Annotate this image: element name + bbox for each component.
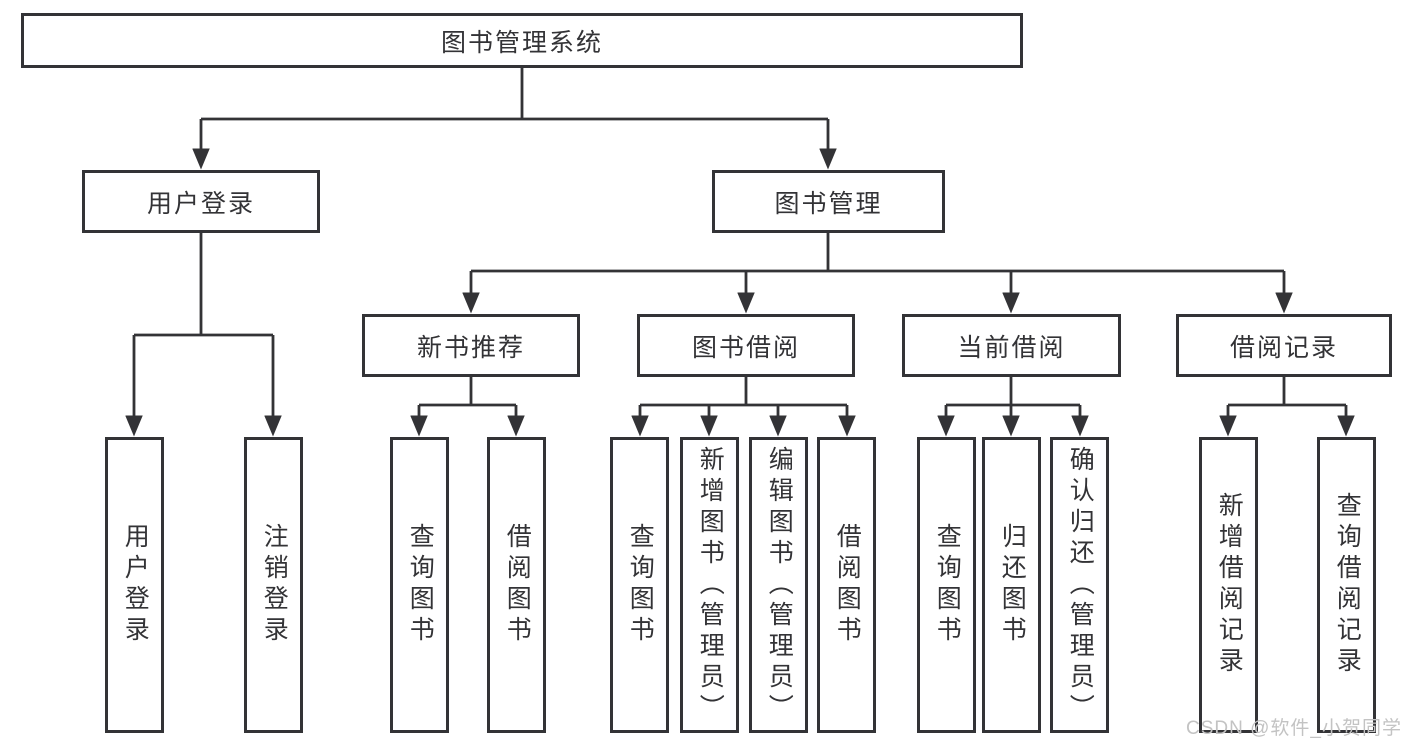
node-label: 查询图书 (406, 523, 435, 647)
leaf-records-query-record: 查询借阅记录 (1317, 437, 1376, 733)
leaf-borrowing-query-books: 查询图书 (610, 437, 669, 733)
node-label: 新书推荐 (416, 333, 525, 362)
node-new-book-recommendation: 新书推荐 (362, 314, 580, 377)
node-label: 新增图书（管理员） (696, 445, 725, 725)
leaf-borrowing-add-books-admin: 新增图书（管理员） (680, 437, 739, 733)
node-label: 图书管理 (774, 189, 883, 218)
leaf-logout: 注销登录 (244, 437, 303, 733)
leaf-records-add-record: 新增借阅记录 (1199, 437, 1258, 733)
node-book-borrowing: 图书借阅 (637, 314, 855, 377)
leaf-user-login: 用户登录 (105, 437, 164, 733)
node-label: 当前借阅 (957, 333, 1066, 362)
node-label: 新增借阅记录 (1215, 492, 1244, 678)
node-label: 编辑图书（管理员） (765, 445, 794, 725)
node-library-management-system: 图书管理系统 (21, 13, 1023, 68)
leaf-current-query-books: 查询图书 (917, 437, 976, 733)
node-label: 图书管理系统 (440, 28, 603, 57)
node-label: 借阅记录 (1229, 333, 1338, 362)
node-user-login: 用户登录 (82, 170, 320, 233)
node-label: 归还图书 (998, 523, 1027, 647)
node-label: 查询图书 (933, 523, 962, 647)
leaf-newrec-query-books: 查询图书 (390, 437, 449, 733)
leaf-current-return-books: 归还图书 (982, 437, 1041, 733)
leaf-borrowing-borrow-books: 借阅图书 (817, 437, 876, 733)
node-label: 用户登录 (121, 523, 150, 647)
watermark-csdn: CSDN @软件_小贺同学 (1186, 718, 1402, 739)
node-label: 注销登录 (260, 523, 289, 647)
leaf-borrowing-edit-books-admin: 编辑图书（管理员） (749, 437, 808, 733)
node-book-management: 图书管理 (712, 170, 945, 233)
node-label: 图书借阅 (691, 333, 800, 362)
node-label: 借阅图书 (503, 523, 532, 647)
leaf-newrec-borrow-books: 借阅图书 (487, 437, 546, 733)
node-label: 查询图书 (626, 523, 655, 647)
node-label: 用户登录 (146, 189, 255, 218)
node-borrowing-records: 借阅记录 (1176, 314, 1392, 377)
node-label: 查询借阅记录 (1333, 492, 1362, 678)
leaf-current-confirm-return-admin: 确认归还（管理员） (1050, 437, 1109, 733)
node-label: 借阅图书 (833, 523, 862, 647)
node-label: 确认归还（管理员） (1066, 445, 1095, 725)
node-current-borrowing: 当前借阅 (902, 314, 1121, 377)
